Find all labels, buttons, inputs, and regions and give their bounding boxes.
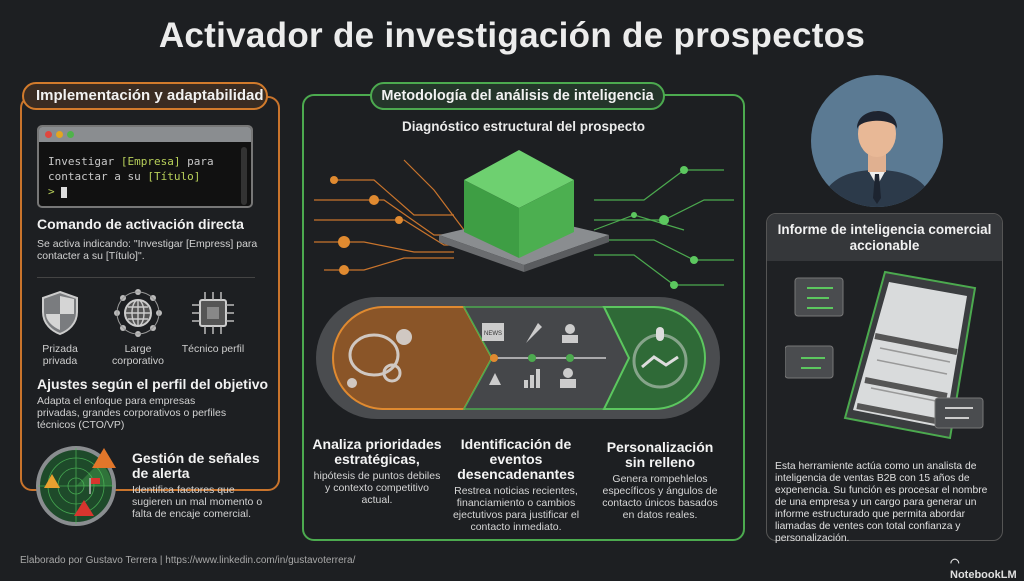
term-text: contactar a su (48, 170, 148, 183)
column-personalization: Personalización sin relleno Genera rompe… (598, 439, 722, 522)
news-icon-label: NEWS (484, 331, 502, 337)
radar-alert-icon (36, 446, 116, 526)
events-title: Identificación de eventos desencadenante… (457, 436, 575, 482)
analyze-segment (332, 306, 494, 410)
command-title: Comando de activación directa (37, 216, 244, 232)
minimize-dot-icon (56, 131, 63, 138)
report-desc: Esta herramiente actúa como un analista … (775, 461, 988, 544)
alerts-desc: Identifica factores que sugieren un mal … (132, 484, 263, 520)
report-tablet-icon (785, 270, 984, 440)
profile-label-technical: Técnico perfil (181, 343, 245, 355)
command-desc: Se activa indicando: "Investigar [Empres… (37, 238, 258, 262)
terminal-titlebar (39, 127, 251, 142)
close-dot-icon (45, 131, 52, 138)
terminal-window: Investigar [Empresa] para contactar a su… (37, 125, 253, 208)
divider (37, 277, 255, 278)
maximize-dot-icon (67, 131, 74, 138)
analyze-desc: hipótesis de puntos debiles y contexto c… (313, 470, 441, 506)
column-analyze: Analiza prioridades estratégicas, hipóte… (312, 436, 442, 507)
report-header: Informe de inteligencia comercial accion… (767, 214, 1002, 261)
term-prompt: > (48, 185, 55, 198)
methodology-header: Metodología del análisis de inteligencia (370, 82, 665, 110)
term-text: para (180, 155, 214, 168)
personalization-desc: Genera rompehlelos específicos y ángulos… (602, 473, 718, 521)
analyze-title: Analiza prioridades estratégicas, (312, 436, 442, 467)
implementation-header: Implementación y adaptabilidad (22, 82, 268, 110)
methodology-subtitle: Diagnóstico estructural del prospecto (401, 119, 646, 134)
term-placeholder-company: [Empresa] (120, 155, 181, 168)
shield-icon (42, 290, 78, 336)
column-events: Identificación de eventos desencadenante… (452, 436, 580, 534)
personalization-title: Personalización sin relleno (606, 439, 714, 470)
circuit-cube-icon (314, 150, 734, 289)
footer-credit: Elaborado por Gustavo Terrera | https://… (20, 555, 356, 566)
brand-label: NotebookLM (950, 569, 1017, 581)
globe-network-icon (114, 289, 162, 337)
term-text: Investigar (48, 155, 121, 168)
adjust-title: Ajustes según el perfil del objetivo (37, 376, 269, 392)
alerts-title: Gestión de señales de alerta (132, 450, 260, 481)
term-placeholder-title: [Título] (147, 170, 201, 183)
notebooklm-logo: ◠ NotebookLM (950, 556, 1024, 581)
page-title: Activador de investigación de prospectos (158, 16, 866, 55)
notebooklm-icon: ◠ (950, 557, 960, 569)
profile-label-corporate: Large corporativo (112, 343, 164, 367)
scrollbar (241, 147, 247, 205)
profile-label-private: Prizada privada (42, 343, 78, 367)
methodology-pipeline: NEWS (316, 297, 720, 419)
cursor-icon (61, 186, 68, 198)
chip-icon (192, 292, 234, 334)
adjust-desc: Adapta el enfoque para empresas privadas… (37, 395, 227, 431)
avatar (811, 75, 943, 207)
events-desc: Restrea noticias recientes, financiamien… (452, 485, 580, 533)
terminal-text: Investigar [Empresa] para contactar a su… (39, 142, 251, 206)
